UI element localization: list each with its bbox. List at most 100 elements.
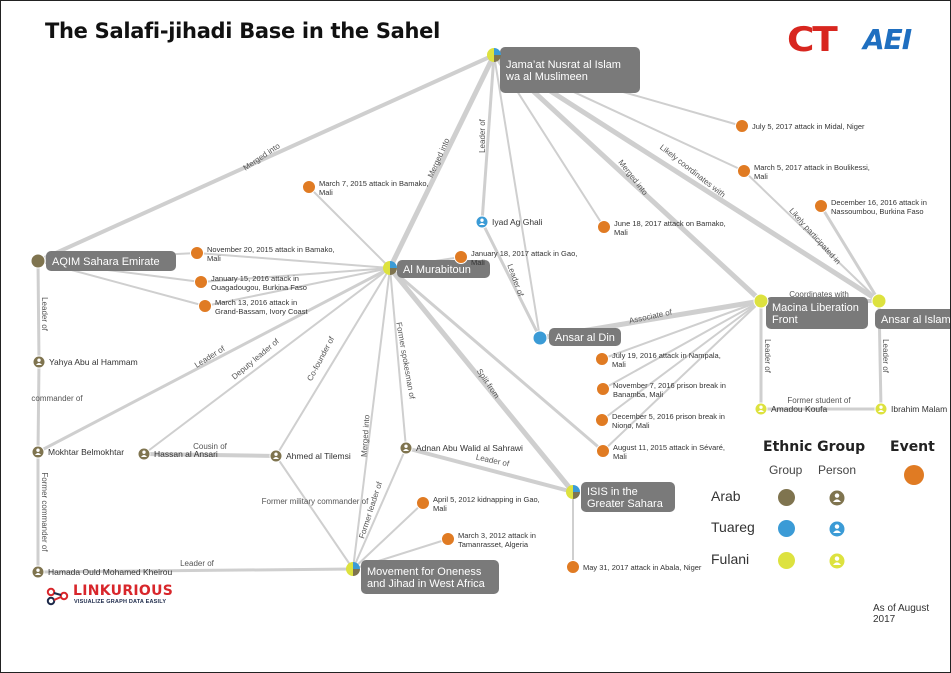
person-body-icon [273, 457, 279, 459]
person-label: Adnan Abu Walid al Sahrawi [416, 443, 523, 453]
event-label: Mali [433, 504, 447, 513]
event-label: December 16, 2016 attack in [831, 198, 927, 207]
group-label-line: Greater Sahara [587, 498, 664, 510]
person-node-iyad[interactable]: Iyad Ag Ghali [475, 215, 543, 229]
person-dot [828, 520, 846, 538]
group-label-box [46, 251, 176, 271]
person-node-adnan[interactable]: Adnan Abu Walid al Sahrawi [399, 441, 523, 455]
legend-fulani-group-icon [778, 552, 795, 569]
group-label-line: wa al Muslimeen [505, 71, 588, 83]
aei-logo: AEI [863, 23, 912, 56]
person-node-ahmed[interactable]: Ahmed al Tilemsi [269, 449, 351, 463]
event-dot [596, 444, 610, 458]
person-head-icon [142, 450, 146, 454]
person-node-hassan[interactable]: Hassan al Ansari [137, 447, 218, 461]
event-node-e2[interactable]: March 5, 2017 attack in Boulikessi,Mali [737, 163, 870, 181]
person-dot [828, 552, 846, 570]
event-label: Mali [319, 188, 333, 197]
group-dot-fulani-half [346, 562, 353, 576]
event-node-e6[interactable]: November 20, 2015 attack in Bamako,Mali [190, 245, 335, 263]
group-label-line: Ansar al Islam [881, 314, 950, 326]
legend-group-column: Group [769, 463, 803, 477]
group-label-line: Ansar al Din [555, 332, 615, 344]
person-dot [828, 489, 846, 507]
group-node-aqim[interactable]: AQIM Sahara Emirate [30, 251, 176, 271]
event-label: Ouagadougou, Burkina Faso [211, 283, 307, 292]
edge-ansarislam-e2 [743, 170, 880, 302]
edge-ansarislam-e3 [819, 204, 881, 303]
event-node-e1[interactable]: July 5, 2017 attack in Midal, Niger [735, 119, 866, 133]
edge-label-ansarislam-ibrahim: Leader of [881, 339, 890, 374]
person-body-icon [35, 573, 41, 575]
person-body-icon [833, 562, 841, 565]
event-node-e13[interactable]: August 11, 2015 attack in Sévaré,Mali [596, 443, 726, 461]
ct-logo: CT [787, 20, 838, 60]
event-node-e9[interactable]: January 18, 2017 attack in Gao,Mali [454, 249, 578, 267]
edge-label-hamada-mujao: Leader of [180, 559, 215, 568]
person-node-ibrahim[interactable]: Ibrahim Malam [874, 402, 947, 416]
as-of-date: As of August 2017 [873, 603, 930, 625]
edge-jnim-ansardin [493, 54, 541, 339]
event-node-e4[interactable]: March 7, 2015 attack in Bamako,Mali [302, 179, 429, 197]
person-node-amadou[interactable]: Amadou Koufa [754, 402, 828, 416]
event-dot [597, 220, 611, 234]
edge-label-jnim-iyad: Leader of [478, 118, 487, 153]
group-label-line: Al Murabitoun [403, 264, 471, 276]
edge-yahya-mokhtar [36, 360, 41, 454]
group-label-box [397, 260, 490, 278]
event-node-e10[interactable]: July 19, 2016 attack in Nampala,Mali [595, 351, 721, 369]
person-node-hamada[interactable]: Hamada Ould Mohamed Kheirou [31, 565, 173, 579]
event-dot [595, 352, 609, 366]
group-label-box [500, 47, 640, 93]
event-label: Mali [207, 254, 221, 263]
event-node-e11[interactable]: November 7, 2016 prison break inBanamba,… [596, 381, 726, 399]
person-node-yahya[interactable]: Yahya Abu al Hammam [32, 355, 138, 369]
event-node-e5[interactable]: June 18, 2017 attack on Bamako,Mali [597, 219, 726, 237]
edge-label-ahmed-murabitoun: Co-founder of [305, 334, 336, 382]
event-label: November 20, 2015 attack in Bamako, [207, 245, 335, 254]
group-label-box [581, 482, 675, 512]
edge-aqim-yahya [36, 259, 41, 364]
legend-row-fulani: Fulani [711, 551, 750, 567]
group-dot [532, 330, 548, 346]
event-node-e14[interactable]: April 5, 2012 kidnapping in Gao,Mali [416, 495, 540, 513]
edge-mujao-e14 [352, 502, 424, 570]
event-dot [441, 532, 455, 546]
group-node-ansarislam[interactable]: Ansar al Islam [871, 293, 950, 329]
group-label-box [549, 328, 621, 346]
legend-row-tuareg: Tuareg [711, 519, 755, 535]
event-label: April 5, 2012 kidnapping in Gao, [433, 495, 540, 504]
edge-jnim-macina [491, 52, 764, 304]
edge-label-mokhtar-hamada: Former commander of [40, 472, 49, 552]
person-body-icon [403, 449, 409, 451]
event-dot [190, 246, 204, 260]
person-body-icon [878, 410, 884, 412]
event-node-e16[interactable]: May 31, 2017 attack in Abala, Niger [566, 560, 702, 574]
edge-label-yahya-mokhtar: commander of [31, 394, 83, 403]
event-label: January 15, 2016 attack in [211, 274, 299, 283]
group-node-ansardin[interactable]: Ansar al Din [532, 328, 621, 346]
group-node-murabitoun[interactable]: Al Murabitoun [383, 260, 490, 278]
edge-isgs-murabitoun [387, 265, 576, 495]
event-label: December 5, 2016 prison break in [612, 412, 725, 421]
person-dot [137, 447, 151, 461]
event-label: November 7, 2016 prison break in [613, 381, 726, 390]
person-node-mokhtar[interactable]: Mokhtar Belmokhtar [31, 445, 124, 459]
person-body-icon [35, 453, 41, 455]
event-label: June 18, 2017 attack on Bamako, [614, 219, 726, 228]
legend-person-icons [828, 489, 846, 570]
group-dot-fulani-half [383, 261, 390, 275]
group-label-box [361, 560, 499, 594]
person-label: Ahmed al Tilemsi [286, 451, 351, 461]
